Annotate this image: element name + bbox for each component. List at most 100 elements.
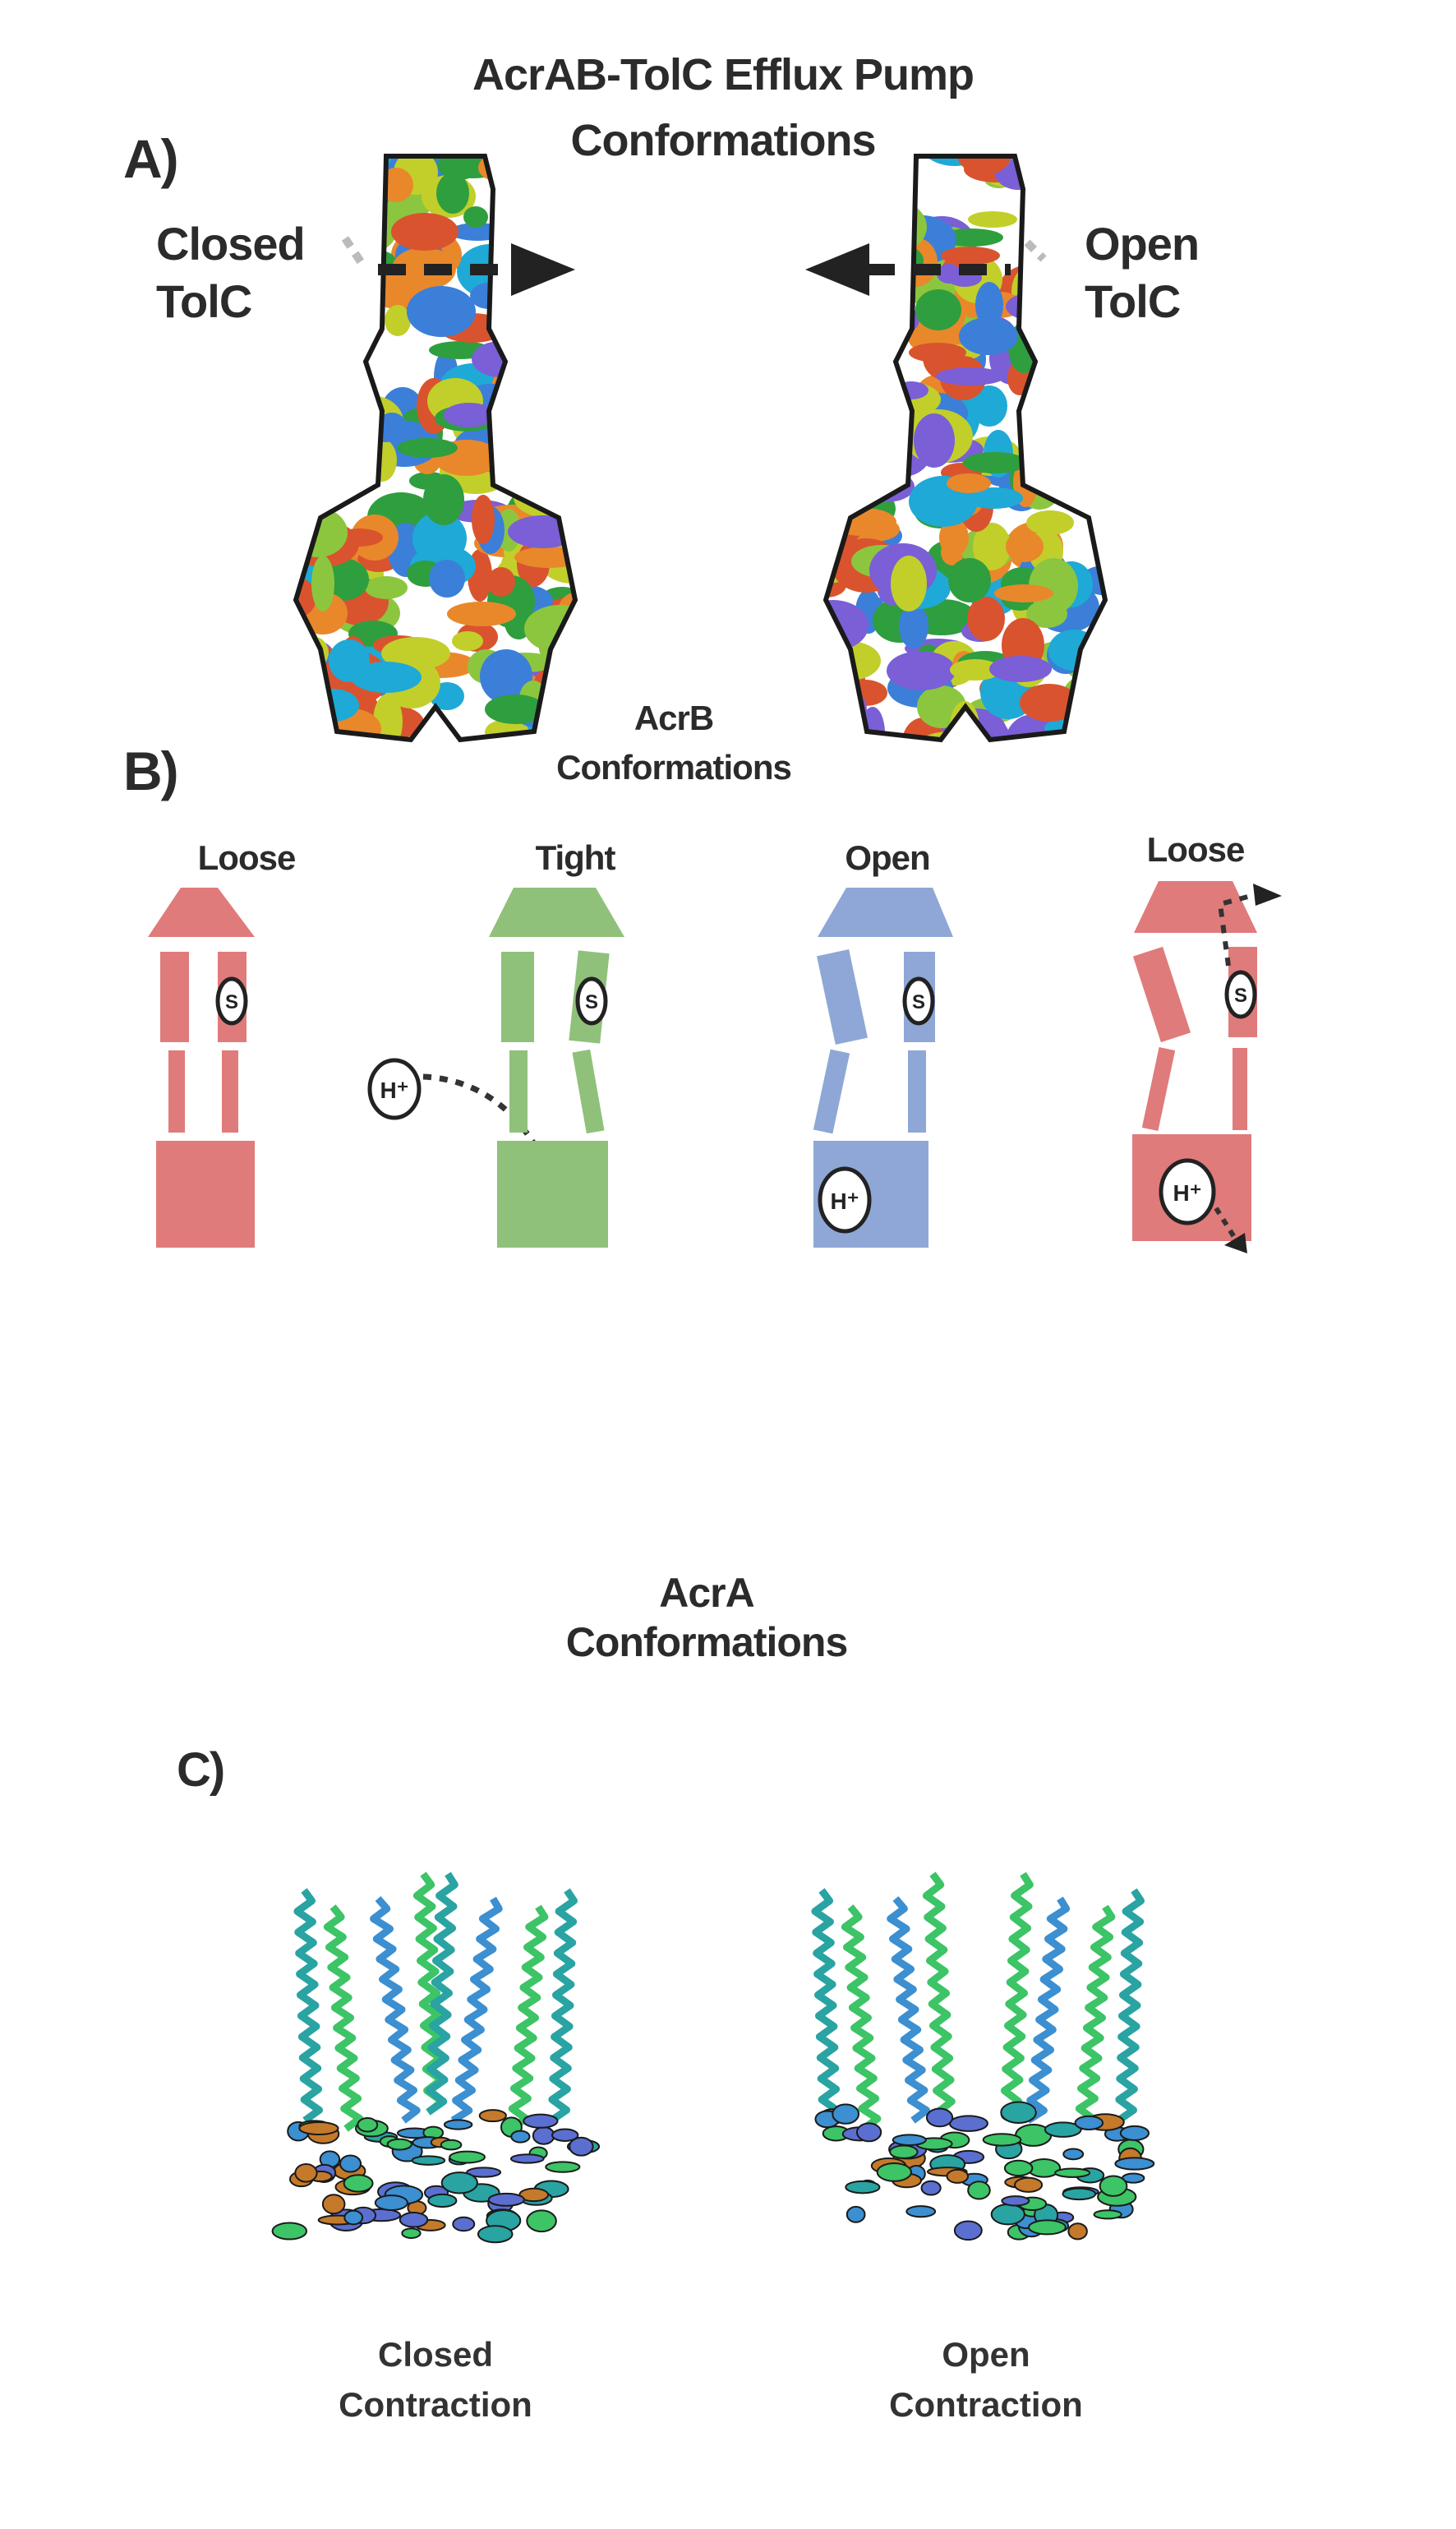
arrow-left-icon [805, 243, 869, 296]
surface-patch [822, 140, 872, 166]
beta-domain [1002, 2196, 1029, 2205]
surface-patch [818, 140, 850, 181]
tm-domain [497, 1141, 608, 1248]
surface-patch [341, 444, 367, 487]
surface-patch [1085, 409, 1113, 460]
surface-patch [288, 716, 334, 744]
substrate-icon: S [905, 979, 933, 1023]
surface-patch [307, 396, 348, 442]
surface-patch [397, 438, 458, 458]
beta-domain [400, 2213, 428, 2227]
closed-tolc-label: Closed TolC [156, 215, 305, 330]
surface-patch [1089, 206, 1113, 241]
beta-domain [340, 2155, 361, 2171]
beta-domain [273, 2222, 306, 2239]
surface-patch [1025, 399, 1092, 445]
acrb-state-open: S H⁺ [813, 888, 953, 1248]
surface-patch [534, 432, 583, 462]
surface-patch [819, 375, 890, 418]
beta-domain [890, 2145, 917, 2157]
surface-patch [864, 155, 915, 195]
surface-patch [894, 381, 928, 399]
open-contraction-caption-line1: Open [830, 2330, 1142, 2380]
surface-patch [523, 435, 583, 491]
linker-right [908, 1050, 926, 1133]
state-label-loose-final: Loose [1097, 830, 1294, 870]
svg-text:S: S [1234, 985, 1247, 1007]
surface-patch [288, 299, 312, 340]
surface-patch [516, 353, 541, 403]
beta-domain [376, 2195, 408, 2210]
surface-patch [447, 602, 516, 626]
surface-patch [819, 334, 864, 367]
surface-patch [1064, 731, 1092, 748]
linker-left [813, 1050, 850, 1134]
closed-contraction-caption-line2: Contraction [279, 2380, 592, 2430]
alpha-helix [815, 1890, 837, 2121]
closed-contraction-caption-line1: Closed [279, 2330, 592, 2380]
beta-domain [1115, 2157, 1154, 2169]
surface-patch [516, 339, 577, 371]
surface-patch [360, 421, 409, 442]
surface-patch [849, 401, 883, 429]
surface-patch [914, 413, 955, 468]
acrb-state-loose-final: S H⁺ [1132, 881, 1282, 1253]
beta-domain [955, 2221, 982, 2240]
pn-subdomain-left [1133, 947, 1191, 1042]
surface-patch [947, 473, 991, 493]
panel-b-letter: B) [123, 740, 177, 802]
beta-domain [1121, 2126, 1149, 2140]
beta-domain [950, 2116, 988, 2130]
linker-left [168, 1050, 185, 1133]
surface-patch [1081, 667, 1104, 696]
beta-domain [1015, 2178, 1042, 2192]
surface-patch [843, 390, 874, 418]
alpha-helix [297, 1890, 320, 2121]
surface-patch [829, 302, 890, 338]
surface-patch [543, 413, 583, 436]
surface-patch [936, 367, 1005, 385]
beta-domain [1029, 2220, 1066, 2234]
surface-patch [1058, 355, 1113, 375]
surface-patch [288, 480, 311, 506]
surface-patch [452, 631, 483, 651]
surface-patch [288, 206, 327, 231]
surface-patch [343, 165, 371, 185]
alpha-helix [1003, 1874, 1030, 2112]
closed-tolc-label-line2: TolC [156, 273, 305, 330]
beta-domain [1076, 2116, 1104, 2130]
surface-patch [290, 306, 333, 339]
tm-domain [156, 1141, 255, 1248]
surface-patch [333, 140, 387, 170]
beta-domain [878, 2163, 911, 2181]
surface-patch [1059, 388, 1085, 416]
surface-patch [311, 556, 334, 611]
surface-patch [531, 375, 583, 426]
surface-patch [365, 576, 408, 599]
surface-patch [1045, 365, 1111, 408]
surface-patch [1071, 361, 1097, 395]
panel-b-title-line2: Conformations [493, 748, 855, 787]
substrate-icon: S [1227, 972, 1255, 1017]
surface-patch [288, 228, 331, 248]
surface-patch [301, 140, 360, 175]
surface-patch [329, 639, 370, 682]
surface-patch [818, 335, 841, 352]
surface-patch [288, 221, 304, 242]
alpha-helix [1077, 1907, 1112, 2129]
surface-patch [1073, 464, 1113, 492]
beta-domain [947, 2170, 968, 2183]
surface-patch [288, 405, 353, 433]
surface-patch [429, 560, 465, 598]
surface-patch [1064, 302, 1113, 334]
surface-patch [288, 312, 334, 330]
beta-domain [445, 2120, 472, 2129]
beta-domain [412, 2156, 445, 2165]
acra-open-structure [789, 1841, 1167, 2334]
beta-domain [402, 2228, 420, 2238]
surface-patch [839, 359, 867, 395]
closed-tolc-arrow [329, 205, 592, 304]
surface-patch [821, 307, 883, 353]
beta-domain [527, 2210, 556, 2231]
beta-domain [533, 2127, 555, 2144]
